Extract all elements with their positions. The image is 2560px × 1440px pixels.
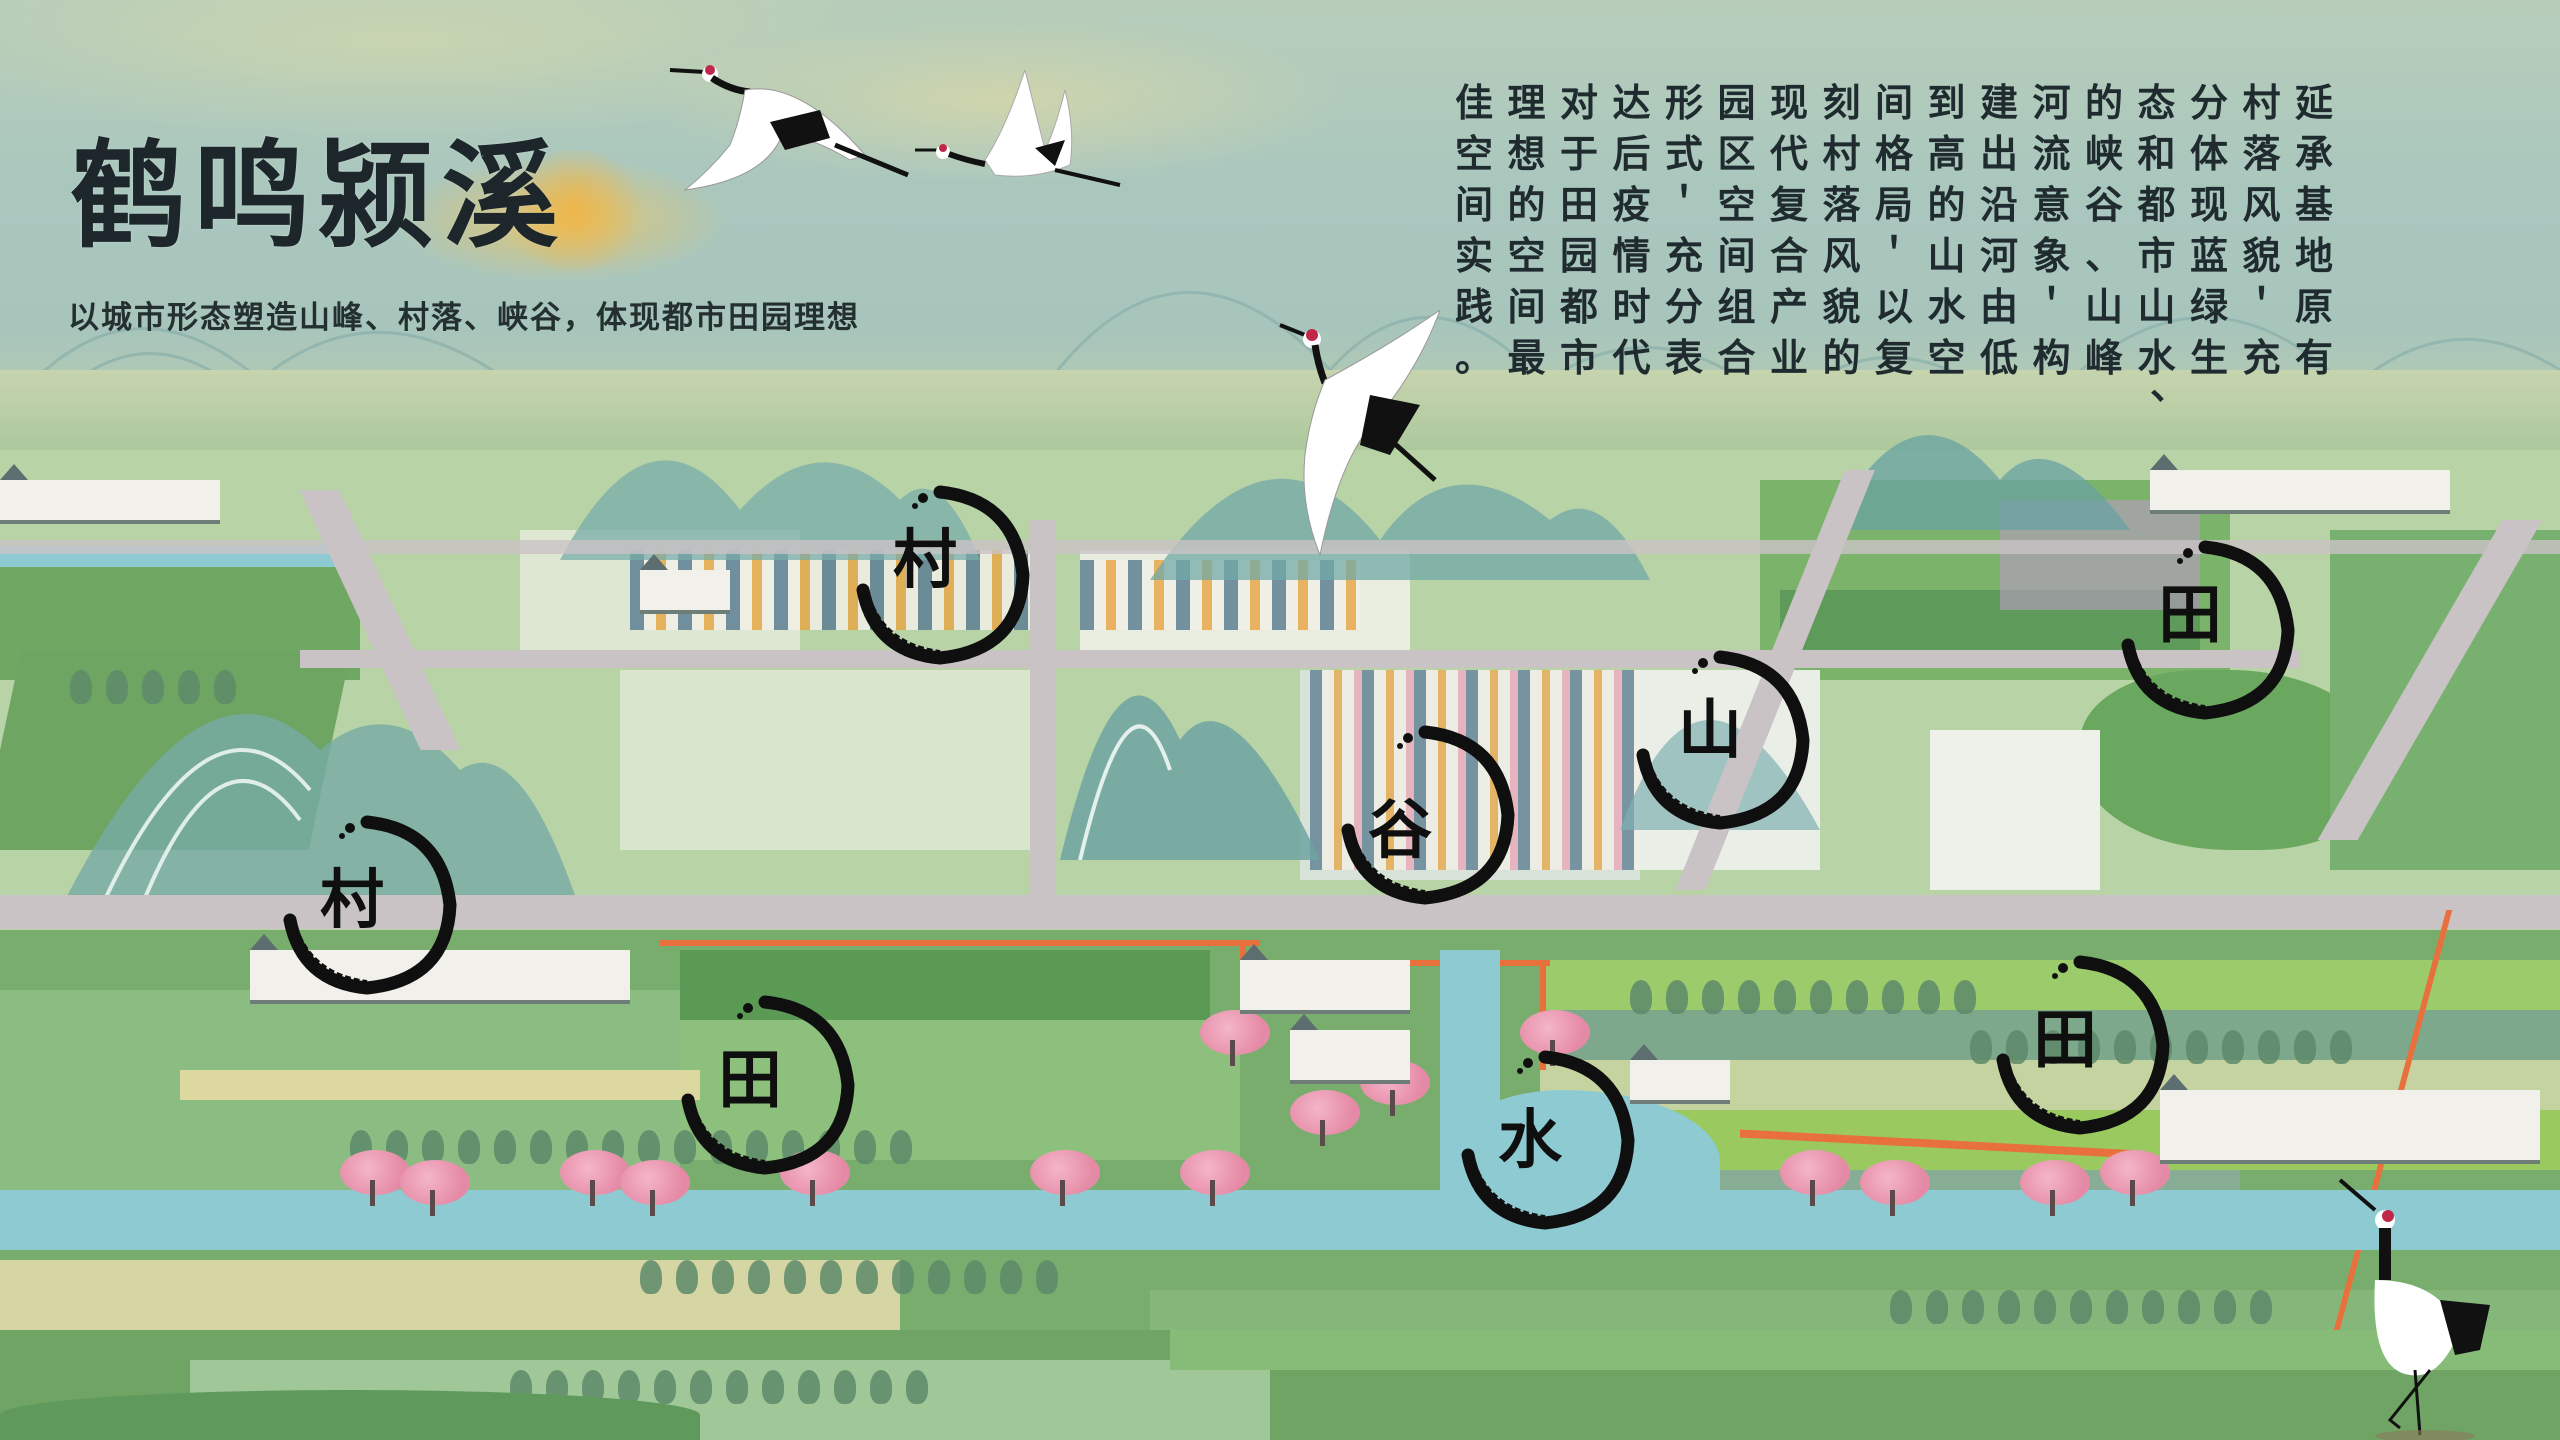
- tree-row: [1970, 1030, 2366, 1068]
- landscape-map: [0, 370, 2560, 1440]
- mountain-center: [1060, 695, 1320, 860]
- description-row: 践间都时分组产貌以水由＇山山绿＇原: [1455, 285, 2348, 329]
- tree-row: [510, 1370, 942, 1408]
- label-village-north[interactable]: 村: [845, 480, 1035, 670]
- tree-row: [70, 670, 250, 708]
- description-row: 佳理对达形园现刻间到建河的态分村延: [1455, 81, 2348, 125]
- mountain-north: [560, 460, 980, 560]
- tree-row: [1890, 1290, 2286, 1328]
- flying-crane-left-icon: [669, 65, 909, 191]
- tree-row: [1630, 980, 1990, 1018]
- rising-crane-center-icon: [1279, 309, 1440, 557]
- flying-crane-right-icon: [915, 70, 1121, 187]
- description-trailing-mark: 、: [2150, 364, 2203, 408]
- river: [0, 1190, 2560, 1250]
- mountain-north-east: [1150, 478, 1650, 580]
- label-water[interactable]: 水: [1450, 1045, 1640, 1235]
- tree-row: [640, 1260, 1072, 1298]
- label-field-southwest[interactable]: 田: [670, 990, 860, 1180]
- standing-crane-icon: [2338, 1178, 2490, 1440]
- description-row: 实空园情充间合风＇山河象、市蓝貌地: [1455, 234, 2348, 278]
- mountain-west: [60, 714, 580, 910]
- label-field-northeast[interactable]: 田: [2110, 535, 2300, 725]
- label-mountain[interactable]: 山: [1625, 645, 1815, 835]
- mountain-far-east: [1830, 435, 2130, 530]
- description-text: 佳理对达形园现刻间到建河的态分村延 空想于后式区代村格高出流峡和体落承 间的田疫…: [1455, 78, 2430, 408]
- description-row: 空想于后式区代村格高出流峡和体落承: [1455, 132, 2348, 176]
- label-valley[interactable]: 谷: [1330, 720, 1520, 910]
- page-title: 鹤鸣颍溪: [70, 128, 566, 264]
- title-glow: [500, 150, 650, 270]
- description-row: 间的田疫＇空复落局的沿意谷都现风基: [1455, 183, 2348, 227]
- label-village-west[interactable]: 村: [272, 810, 462, 1000]
- label-field-southeast[interactable]: 田: [1985, 950, 2175, 1140]
- description-row: 。最市代表合业的复空低构峰水生充有: [1455, 336, 2348, 380]
- page-subtitle: 以城市形态塑造山峰、村落、峡谷，体现都市田园理想: [68, 300, 860, 336]
